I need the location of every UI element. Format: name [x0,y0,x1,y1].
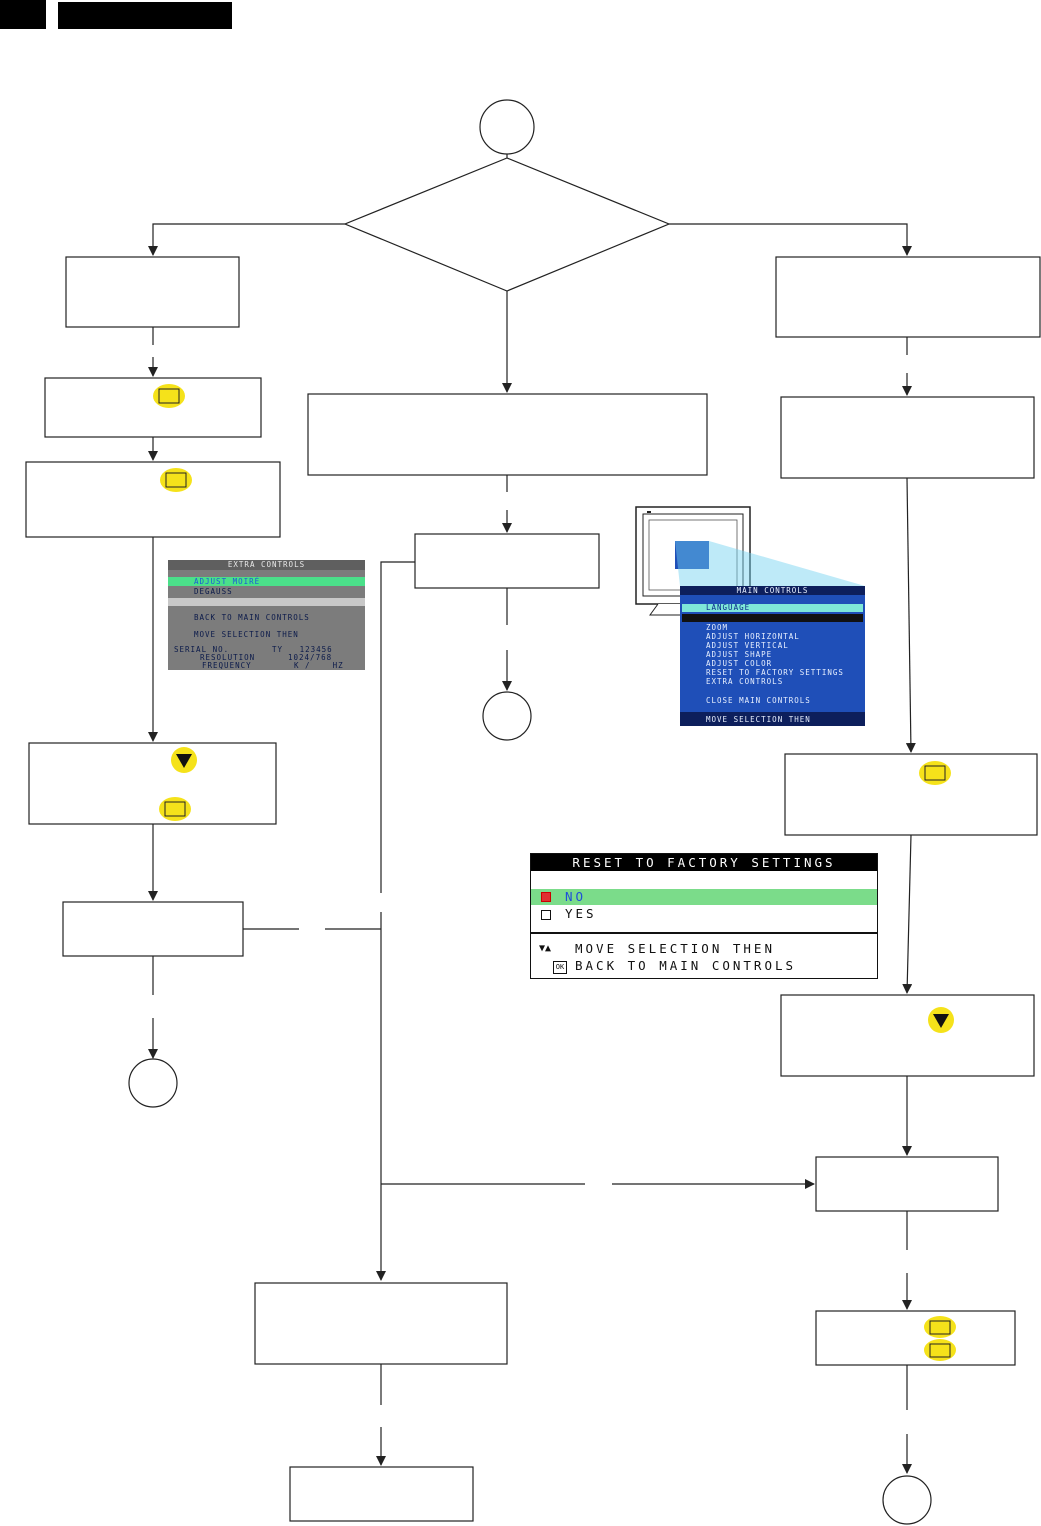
reset-instruction-2: BACK TO MAIN CONTROLS [575,958,797,973]
main-item-reset: RESET TO FACTORY SETTINGS [706,668,844,677]
extra-controls-title: EXTRA CONTROLS [168,560,365,570]
reset-yes-icon [541,910,551,920]
frequency-label: FREQUENCY [202,661,252,670]
main-item-adjust-vertical: ADJUST VERTICAL [706,641,789,650]
right-step-5 [815,1156,999,1212]
extra-item-degauss: DEGAUSS [194,587,233,596]
ok-button-icon [159,797,191,821]
right-step-3 [784,753,1038,836]
reset-title: RESET TO FACTORY SETTINGS [531,854,877,871]
right-step-6 [815,1310,1016,1366]
reset-instruction-1: MOVE SELECTION THEN [575,941,775,956]
left-step-2 [44,377,262,438]
reset-ok-icon: OK [553,961,567,974]
extra-controls-screen: EXTRA CONTROLS ADJUST MOIRÉ DEGAUSS BACK… [168,560,365,670]
down-arrow-button-icon [928,1007,954,1033]
reset-option-no: NO [565,889,587,904]
extra-back-label: BACK TO MAIN CONTROLS [194,613,310,622]
main-controls-screen: MAIN CONTROLS LANGUAGE ZOOM ADJUST HORIZ… [680,586,865,726]
main-item-language: LANGUAGE [706,603,751,612]
center-end-connector [482,691,532,741]
ok-button-icon [924,1339,956,1361]
serial-label: SERIAL NO. [174,645,230,654]
right-end-connector [882,1475,932,1525]
left-step-5 [62,901,244,957]
main-item-adjust-shape: ADJUST SHAPE [706,650,773,659]
header-page-tab [0,0,46,29]
left-end-connector [128,1058,178,1108]
right-step-2 [780,396,1035,479]
down-arrow-button-icon [171,747,197,773]
main-item-adjust-horizontal: ADJUST HORIZONTAL [706,632,800,641]
frequency-value: K / HZ [294,661,344,670]
header-section-tab [58,2,232,29]
ok-button-icon [924,1316,956,1338]
center-step-2 [414,533,600,589]
left-step-4 [28,742,277,825]
main-footer-bar [680,712,865,726]
main-instruction: MOVE SELECTION THEN [706,715,811,724]
main-highlight [682,604,863,612]
resolution-value: 1024/768 [288,653,333,662]
reset-option-yes: YES [565,906,597,921]
reset-divider [531,932,877,934]
serial-value: TY 123456 [272,645,333,654]
ok-button-icon [160,468,192,492]
reset-no-highlight [531,889,877,905]
bottom-center-step-2 [289,1466,474,1522]
reset-factory-screen: RESET TO FACTORY SETTINGS NO YES MOVE SE… [530,853,878,979]
extra-instruction: MOVE SELECTION THEN [194,630,299,639]
extra-divider [168,598,365,606]
decision-diamond [343,157,671,292]
main-close-label: CLOSE MAIN CONTROLS [706,696,811,705]
right-step-1 [775,256,1041,338]
ok-button-icon [153,384,185,408]
main-item-adjust-color: ADJUST COLOR [706,659,773,668]
main-controls-title: MAIN CONTROLS [680,586,865,595]
main-item-zoom: ZOOM [706,623,729,632]
right-step-4 [780,994,1035,1077]
reset-no-icon [541,892,551,902]
left-step-1 [65,256,240,328]
resolution-label: RESOLUTION [200,653,256,662]
bottom-center-step-1 [254,1282,508,1365]
start-connector [479,99,535,155]
main-item-extra-controls: EXTRA CONTROLS [706,677,784,686]
center-step-1 [307,393,708,476]
ok-button-icon [919,761,951,785]
extra-item-adjust-moire: ADJUST MOIRÉ [194,577,261,586]
main-item-blank [682,614,863,622]
extra-item-highlight [168,577,365,586]
reset-updown-icon: ▼▲ [539,943,552,954]
left-step-3 [25,461,281,538]
